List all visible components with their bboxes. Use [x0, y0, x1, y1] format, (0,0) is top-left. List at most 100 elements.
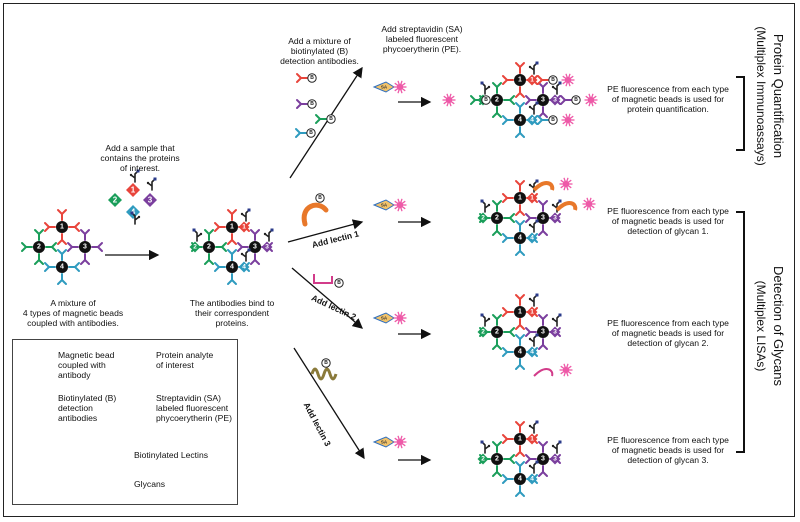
- svg-text:4: 4: [518, 349, 522, 356]
- biotin-tag: B: [321, 358, 331, 368]
- bead-3: 3: [525, 200, 561, 236]
- protein-4: 4: [526, 232, 538, 244]
- antibody: [204, 253, 214, 265]
- svg-text:B: B: [324, 360, 328, 366]
- antibody: [538, 200, 548, 212]
- legend-detection-label: Biotinylated (B) detection antibodies: [58, 393, 117, 423]
- bead-4: 4: [502, 220, 538, 256]
- antibody: [502, 434, 514, 444]
- bead-3: 3: [525, 441, 561, 477]
- lectin-1-added: B: [301, 193, 329, 227]
- glycan: [240, 208, 251, 222]
- bead-4: 4: [502, 102, 538, 138]
- bead-3: 3: [67, 229, 103, 265]
- svg-text:1: 1: [518, 436, 522, 443]
- protein-3: 3: [143, 193, 157, 207]
- protein-section-subtitle: (Multiplex Immunoassays): [754, 26, 768, 166]
- glycan: [480, 81, 491, 95]
- sa-pe-protein: SA: [372, 80, 407, 94]
- antibody: [515, 220, 525, 232]
- antibody: [67, 242, 79, 252]
- antibody: [227, 209, 237, 221]
- protein-1: 1: [526, 306, 538, 318]
- result-protein-caption: PE fluorescence from each type of magnet…: [607, 84, 729, 114]
- svg-text:2: 2: [207, 244, 211, 251]
- svg-text:3: 3: [541, 456, 545, 463]
- legend-glycans-label: Glycans: [134, 479, 166, 489]
- start-caption: A mixture of 4 types of magnetic beads c…: [22, 298, 124, 328]
- antibody: [538, 314, 548, 326]
- add-detection-caption: Add a mixture of biotinylated (B) detect…: [280, 36, 359, 66]
- svg-text:2: 2: [495, 329, 499, 336]
- svg-text:SA: SA: [381, 440, 388, 445]
- antibody: [34, 229, 44, 241]
- glycan: [551, 313, 562, 327]
- svg-text:2: 2: [495, 215, 499, 222]
- antibody: [215, 242, 227, 252]
- svg-text:3: 3: [553, 329, 557, 336]
- biotin-tag: B: [306, 128, 316, 138]
- sa-pe-lectin-1: SA: [372, 198, 407, 212]
- result-glycan-3-caption: PE fluorescence from each type of magnet…: [607, 435, 729, 465]
- antibody: [503, 454, 515, 464]
- protein-4: 4: [526, 114, 538, 126]
- protein-bracket: [736, 76, 745, 151]
- antibody: [21, 242, 33, 252]
- svg-text:4: 4: [230, 264, 234, 271]
- antibody: [525, 95, 537, 105]
- glycan: [240, 248, 251, 262]
- svg-text:SA: SA: [381, 316, 388, 321]
- antibody: [45, 242, 57, 252]
- svg-text:B: B: [309, 130, 313, 136]
- glycan: [528, 179, 539, 193]
- antibody: [538, 82, 548, 94]
- glycan: [528, 61, 539, 75]
- protein-section-title: Protein Quantification: [771, 33, 786, 159]
- pe-burst: [393, 435, 407, 449]
- bead-3: 3: [525, 314, 561, 350]
- svg-text:2: 2: [495, 97, 499, 104]
- svg-text:B: B: [574, 97, 578, 103]
- svg-text:B: B: [551, 77, 555, 83]
- lectin-3-added: B: [310, 358, 338, 381]
- result-glycan-2-caption: PE fluorescence from each type of magnet…: [607, 318, 729, 348]
- bead-3: 3: [237, 229, 273, 265]
- glycan: [480, 440, 491, 454]
- antibody: [515, 180, 525, 192]
- svg-text:4: 4: [518, 476, 522, 483]
- antibody: [503, 327, 515, 337]
- glycan: [528, 101, 539, 115]
- svg-text:3: 3: [83, 244, 87, 251]
- protein-1: 1: [126, 183, 140, 197]
- glycan: [528, 219, 539, 233]
- antibody: [538, 106, 548, 118]
- protein-3: 3: [549, 94, 561, 106]
- antibody: [492, 338, 502, 350]
- antibody: [227, 273, 237, 285]
- detection-antibody: B: [296, 73, 317, 83]
- section-brackets: [736, 76, 745, 453]
- glycan: [129, 169, 140, 183]
- antibody: [91, 242, 103, 252]
- svg-text:B: B: [329, 116, 333, 122]
- antibody: [80, 229, 90, 241]
- antibody: [515, 485, 525, 497]
- biotin-tag: B: [548, 75, 558, 85]
- svg-text:2: 2: [113, 196, 118, 205]
- antibody: [502, 474, 514, 484]
- biotin-tag: B: [315, 193, 325, 203]
- antibody: [502, 115, 514, 125]
- detection-antibody: B: [537, 115, 558, 125]
- antibody: [492, 441, 502, 453]
- protein-4: 4: [238, 261, 250, 273]
- detection-antibody: B: [295, 128, 316, 138]
- svg-text:1: 1: [530, 309, 534, 316]
- arrows: [105, 66, 432, 466]
- biotin-tag: B: [307, 73, 317, 83]
- biotin-tag: B: [571, 95, 581, 105]
- svg-text:4: 4: [530, 117, 534, 124]
- pe-burst: [559, 177, 573, 191]
